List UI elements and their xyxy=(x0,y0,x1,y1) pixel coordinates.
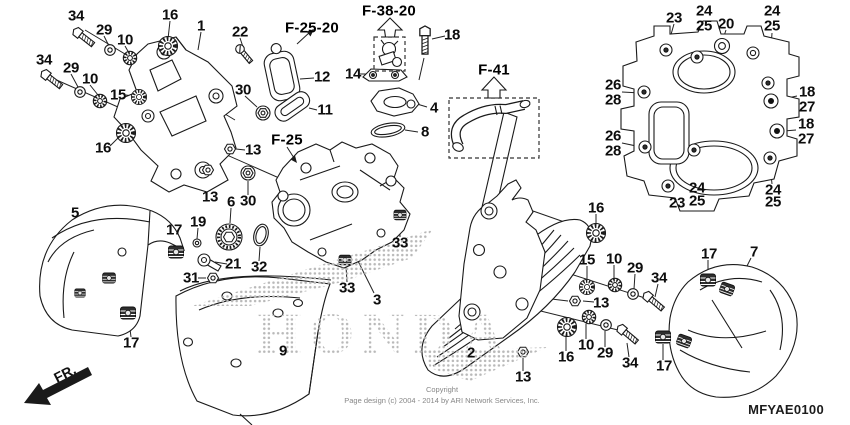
part-callout-33[interactable]: 33 xyxy=(338,279,356,297)
part-callout-34[interactable]: 34 xyxy=(650,269,668,287)
part-callout-17[interactable]: 17 xyxy=(165,221,183,239)
part-7-rear-cylinder-head-side-cover xyxy=(668,264,798,398)
part-callout-26[interactable]: 26 xyxy=(604,127,622,145)
part-callout-32[interactable]: 32 xyxy=(250,258,268,276)
part-callout-22[interactable]: 22 xyxy=(231,23,249,41)
part-callout-15[interactable]: 15 xyxy=(109,86,127,104)
part-callout-25[interactable]: 25 xyxy=(688,192,706,210)
part-callout-29[interactable]: 29 xyxy=(596,344,614,362)
part-callout-9[interactable]: 9 xyxy=(278,342,288,360)
ref-link-f-41[interactable]: F-41 xyxy=(478,61,510,79)
watermark-text: HONDA xyxy=(256,301,512,366)
part-callout-25[interactable]: 25 xyxy=(764,193,782,211)
part-callout-27[interactable]: 27 xyxy=(798,98,816,116)
part-callout-28[interactable]: 28 xyxy=(604,91,622,109)
arrow-f25 xyxy=(286,146,295,159)
part-callout-2[interactable]: 2 xyxy=(466,344,476,362)
part-callout-13[interactable]: 13 xyxy=(244,141,262,159)
part-callout-18[interactable]: 18 xyxy=(798,83,816,101)
block-arrow-up-f41 xyxy=(480,76,508,99)
part-callout-24[interactable]: 24 xyxy=(764,181,782,199)
part-callout-26[interactable]: 26 xyxy=(604,76,622,94)
arrow-f25-20 xyxy=(296,31,311,45)
part-callout-6[interactable]: 6 xyxy=(226,193,236,211)
part-callout-8[interactable]: 8 xyxy=(420,123,430,141)
part-callout-33[interactable]: 33 xyxy=(391,234,409,252)
part-callout-28[interactable]: 28 xyxy=(604,142,622,160)
honda-watermark: HONDA xyxy=(192,229,548,381)
fasteners xyxy=(38,25,716,358)
ref-link-f-25[interactable]: F-25 xyxy=(271,131,303,149)
part-9-front-under-cover xyxy=(175,275,332,425)
copyright-line2: Page design (c) 2004 - 2014 by ARI Netwo… xyxy=(344,395,540,405)
part-callout-29[interactable]: 29 xyxy=(62,59,80,77)
part-callout-24[interactable]: 24 xyxy=(688,179,706,197)
part-callout-34[interactable]: 34 xyxy=(35,51,53,69)
part-callout-27[interactable]: 27 xyxy=(797,130,815,148)
honda-wing-mark xyxy=(192,229,433,306)
part-callout-13[interactable]: 13 xyxy=(201,188,219,206)
part-callout-1[interactable]: 1 xyxy=(196,17,206,35)
part-callout-16[interactable]: 16 xyxy=(587,199,605,217)
part-callout-17[interactable]: 17 xyxy=(122,334,140,352)
part-14-sensor-stay xyxy=(362,68,408,82)
part-11-breather-plate xyxy=(274,91,311,122)
part-callout-16[interactable]: 16 xyxy=(557,348,575,366)
part-callout-5[interactable]: 5 xyxy=(70,204,80,222)
part-callout-3[interactable]: 3 xyxy=(372,291,382,309)
part-callout-24[interactable]: 24 xyxy=(695,2,713,20)
part-callout-17[interactable]: 17 xyxy=(655,357,673,375)
part-callout-21[interactable]: 21 xyxy=(224,255,242,273)
part-3-front-cylinder-head-cover xyxy=(271,141,411,269)
reference-marks xyxy=(286,17,540,163)
part-callout-20[interactable]: 20 xyxy=(717,15,735,33)
block-arrow-up-f38-20 xyxy=(376,17,404,38)
part-8-gasket xyxy=(370,122,406,138)
part-callout-18[interactable]: 18 xyxy=(797,115,815,133)
part-callout-29[interactable]: 29 xyxy=(95,21,113,39)
part-callout-13[interactable]: 13 xyxy=(592,294,610,312)
copyright-line1: Copyright xyxy=(425,385,459,394)
part-callout-11[interactable]: 11 xyxy=(317,101,333,119)
part-callout-19[interactable]: 19 xyxy=(189,213,207,231)
part-callout-23[interactable]: 23 xyxy=(668,194,686,212)
part-callout-14[interactable]: 14 xyxy=(344,65,362,83)
part-callout-25[interactable]: 25 xyxy=(695,17,713,35)
part-callout-30[interactable]: 30 xyxy=(234,81,252,99)
part-cam-pulse-sensor xyxy=(378,39,403,68)
part-callout-16[interactable]: 16 xyxy=(94,139,112,157)
part-callout-17[interactable]: 17 xyxy=(700,245,718,263)
part-callout-16[interactable]: 16 xyxy=(161,6,179,24)
part-callout-13[interactable]: 13 xyxy=(514,368,532,386)
honda-wing-tail xyxy=(424,347,548,381)
ref-link-f-25-20[interactable]: F-25-20 xyxy=(285,19,339,37)
part-callout-30[interactable]: 30 xyxy=(239,192,257,210)
part-callout-25[interactable]: 25 xyxy=(763,17,781,35)
part-callout-34[interactable]: 34 xyxy=(621,354,639,372)
part-callout-10[interactable]: 10 xyxy=(577,336,595,354)
part-callout-7[interactable]: 7 xyxy=(749,243,759,261)
part-callout-4[interactable]: 4 xyxy=(429,99,439,117)
part-callout-24[interactable]: 24 xyxy=(763,2,781,20)
part-4-breather-plate xyxy=(370,87,420,117)
part-callout-10[interactable]: 10 xyxy=(605,250,623,268)
part-callout-12[interactable]: 12 xyxy=(313,68,331,86)
part-callout-10[interactable]: 10 xyxy=(116,31,134,49)
part-callout-31[interactable]: 31 xyxy=(182,269,200,287)
copyright-notice: Copyright Page design (c) 2004 - 2014 by… xyxy=(292,385,592,406)
part-callout-29[interactable]: 29 xyxy=(626,259,644,277)
ref-link-f-38-20[interactable]: F-38-20 xyxy=(362,2,416,20)
part-callout-23[interactable]: 23 xyxy=(665,9,683,27)
part-callout-18[interactable]: 18 xyxy=(443,26,461,44)
part-callout-34[interactable]: 34 xyxy=(67,7,85,25)
part-cylinder-head-top-view xyxy=(620,20,800,212)
part-5-front-cylinder-head-side-cover xyxy=(39,204,185,337)
front-direction-arrow: FR. xyxy=(24,361,92,405)
part-callout-10[interactable]: 10 xyxy=(81,70,99,88)
diagram-code: MFYAE0100 xyxy=(748,402,824,417)
part-callout-15[interactable]: 15 xyxy=(578,251,596,269)
part-12-breather-cover xyxy=(263,43,301,102)
